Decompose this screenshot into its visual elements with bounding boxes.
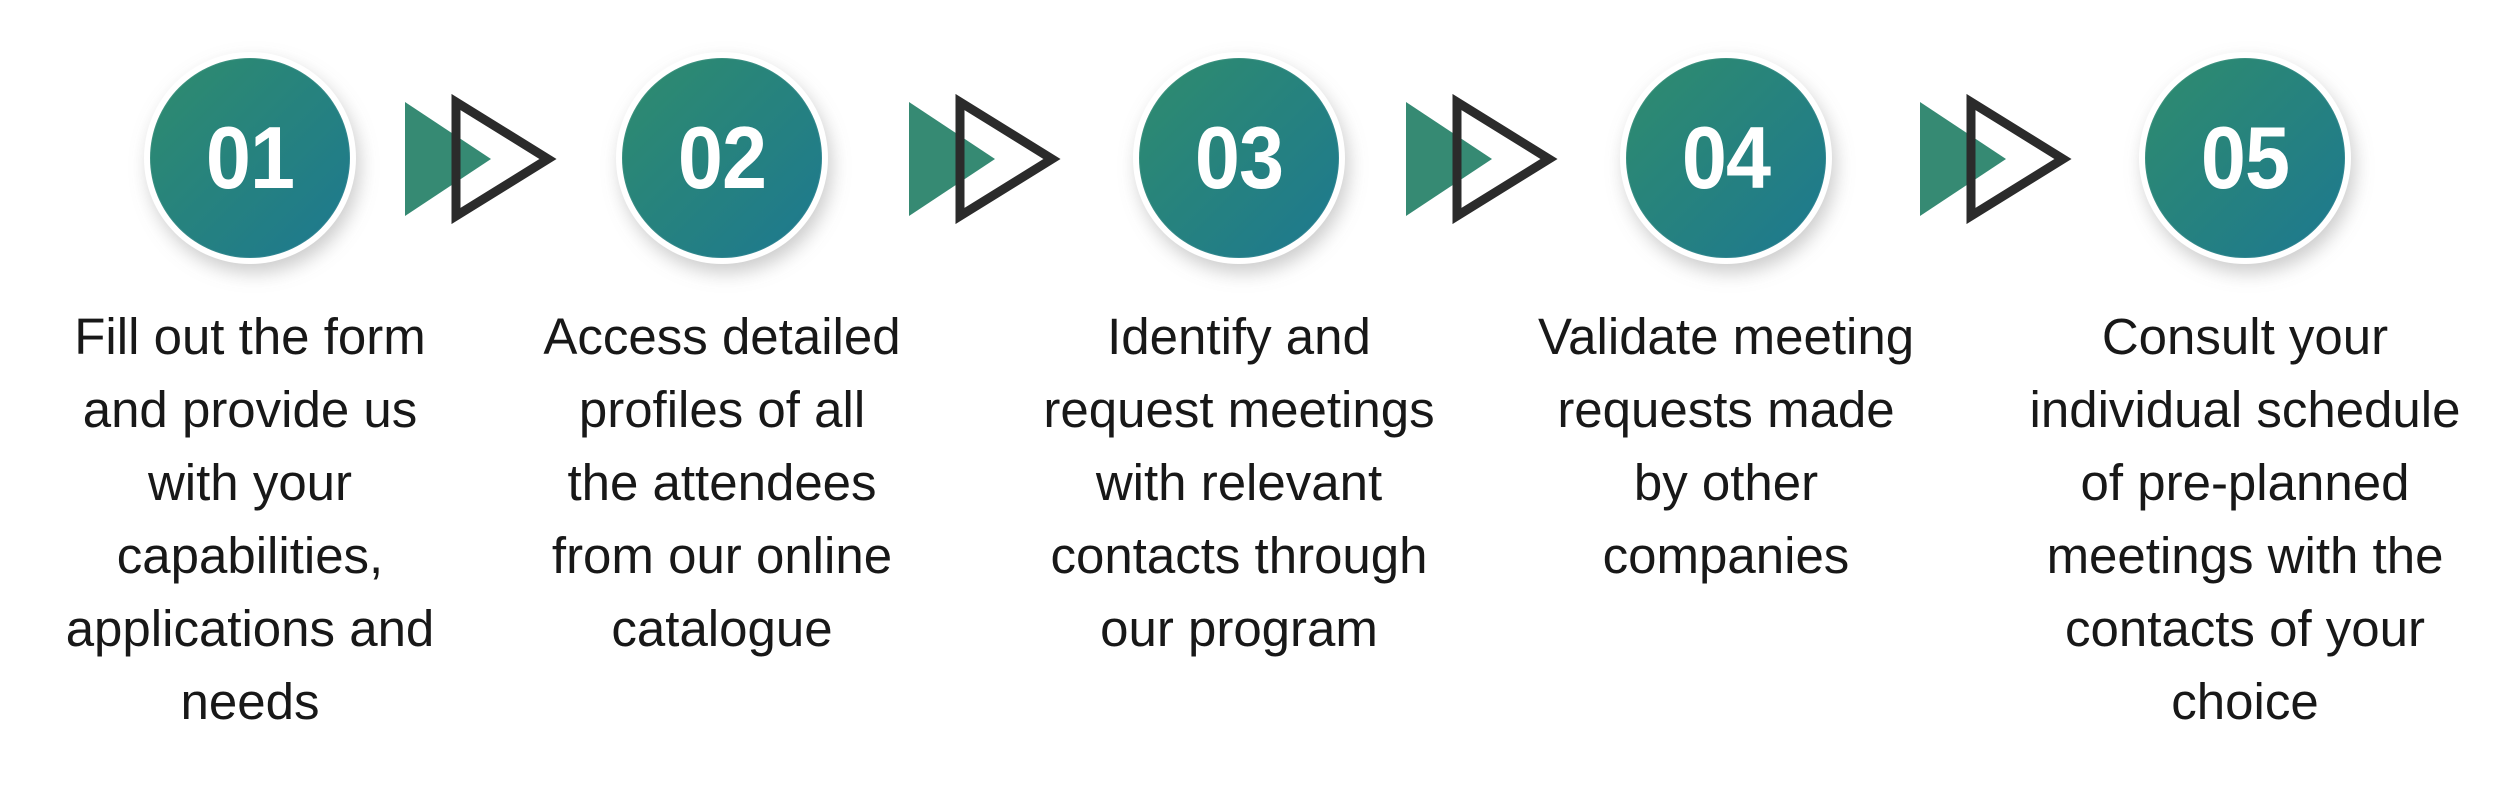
step-number-03: 03 [1194, 108, 1284, 207]
step-circle-01: 01 [150, 58, 350, 258]
step-circle-05: 05 [2145, 58, 2345, 258]
step-circle-04: 04 [1626, 58, 1826, 258]
step-caption-03: Identify and request meetings with relev… [1043, 308, 1435, 657]
double-chevron-right-icon-2 [903, 94, 1071, 224]
step-circle-03: 03 [1139, 58, 1339, 258]
step-badge-02[interactable]: 02 [616, 52, 828, 264]
step-number-05: 05 [2200, 108, 2290, 207]
step-caption-05: Consult your individual schedule of pre-… [2029, 308, 2461, 730]
double-chevron-right-icon-4 [1914, 94, 2082, 224]
step-badge-04[interactable]: 04 [1620, 52, 1832, 264]
double-chevron-right-icon-1 [399, 94, 567, 224]
step-circle-02: 02 [622, 58, 822, 258]
step-badge-03[interactable]: 03 [1133, 52, 1345, 264]
step-number-02: 02 [677, 108, 767, 207]
step-badge-row: 01 02 03 [0, 52, 2500, 272]
step-badge-05[interactable]: 05 [2139, 52, 2351, 264]
step-number-04: 04 [1681, 108, 1771, 207]
step-number-01: 01 [205, 108, 295, 207]
step-badge-01[interactable]: 01 [144, 52, 356, 264]
double-chevron-right-icon-3 [1400, 94, 1568, 224]
step-caption-01: Fill out the form and provide us with yo… [65, 308, 435, 730]
step-caption-02: Access detailed profiles of all the atte… [543, 308, 901, 657]
step-caption-04: Validate meeting requests made by other … [1537, 308, 1915, 584]
step-caption-row: Fill out the form and provide us with yo… [0, 300, 2500, 800]
